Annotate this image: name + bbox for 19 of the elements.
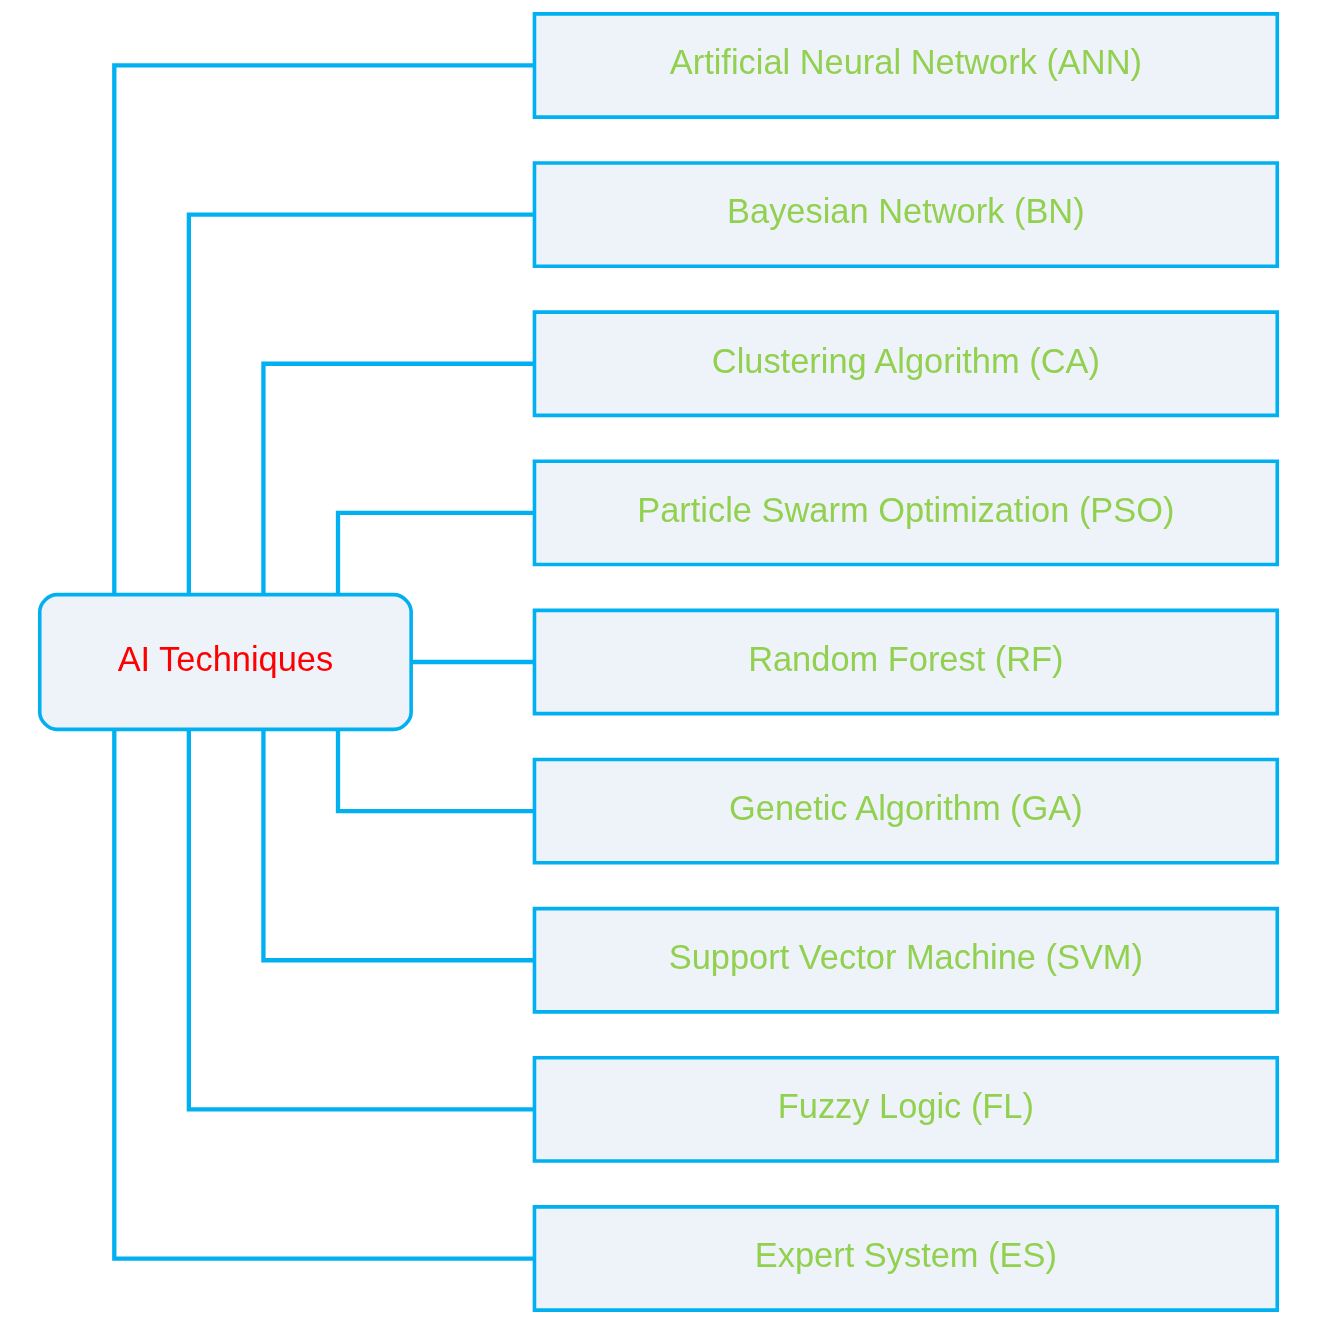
connector [186, 729, 535, 1112]
connector [112, 729, 535, 1261]
node-box: Expert System (ES) [532, 1205, 1280, 1312]
node-box: Genetic Algorithm (GA) [532, 757, 1280, 865]
connector [261, 729, 534, 963]
node-box: Artificial Neural Network (ANN) [532, 12, 1280, 119]
connector [335, 510, 535, 595]
node-box: Clustering Algorithm (CA) [532, 310, 1280, 418]
node-box: Random Forest (RF) [532, 608, 1280, 716]
node-box: AI Techniques [37, 592, 413, 732]
node-box: Bayesian Network (BN) [532, 161, 1280, 268]
node-box: Particle Swarm Optimization (PSO) [532, 459, 1280, 567]
connector [261, 361, 534, 595]
node-box: Fuzzy Logic (FL) [532, 1056, 1280, 1163]
node-box: Support Vector Machine (SVM) [532, 906, 1280, 1014]
connector [411, 659, 535, 665]
connector [186, 212, 535, 595]
connector [335, 729, 535, 814]
connector [112, 63, 535, 595]
